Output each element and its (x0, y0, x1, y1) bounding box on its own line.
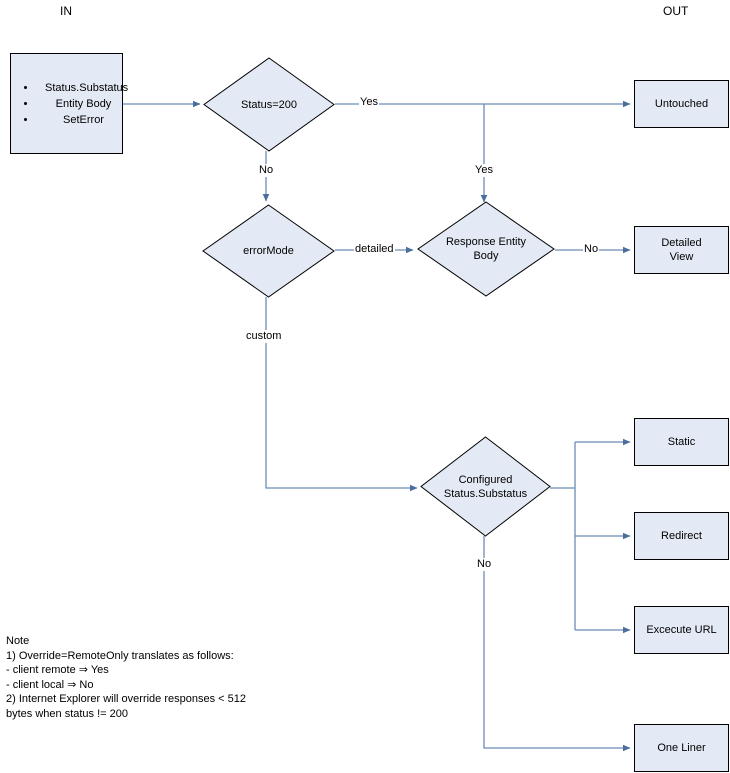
output-execute-url-label: Excecute URL (646, 624, 717, 636)
diamond-shape (417, 201, 555, 297)
decision-response-entity-body-label: Response Entity Body (445, 236, 527, 262)
edge-label-status200-no: No (258, 164, 275, 177)
input-node-list: Status.Substatus Entity Body SetError (11, 80, 128, 128)
decision-status-200[interactable]: Status=200 (203, 57, 335, 152)
output-untouched[interactable]: Untouched (634, 80, 729, 128)
decision-error-mode[interactable]: errorMode (202, 204, 335, 298)
output-detailed-view[interactable]: Detailed View (634, 226, 729, 274)
diamond-shape (202, 204, 335, 298)
edge-label-status200-yes: Yes (359, 96, 379, 109)
diamond-shape (203, 57, 335, 152)
output-detailed-view-label: Detailed View (661, 237, 702, 263)
column-header-in: IN (60, 4, 72, 18)
input-node[interactable]: Status.Substatus Entity Body SetError (10, 53, 128, 154)
output-one-liner[interactable]: One Liner (634, 724, 729, 772)
decision-response-entity-body[interactable]: Response Entity Body (417, 201, 555, 297)
edge-label-configured-no: No (476, 558, 493, 571)
decision-error-mode-label: errorMode (243, 245, 294, 257)
output-redirect[interactable]: Redirect (634, 512, 729, 560)
note-text: Note 1) Override=RemoteOnly translates a… (6, 635, 246, 720)
list-item: Entity Body (37, 96, 122, 112)
decision-configured-status[interactable]: Configured Status.Substatus (420, 436, 551, 537)
edge-label-errormode-custom: custom (245, 330, 283, 343)
output-execute-url[interactable]: Excecute URL (634, 606, 729, 654)
edge-label-untouched-branch-yes: Yes (474, 164, 494, 177)
decision-configured-status-label: Configured Status.Substatus (443, 473, 528, 500)
output-redirect-label: Redirect (661, 530, 702, 542)
list-item: Status.Substatus (37, 80, 128, 96)
output-static-label: Static (667, 436, 696, 448)
list-item: SetError (37, 112, 122, 128)
output-untouched-label: Untouched (654, 98, 709, 110)
column-header-out: OUT (663, 4, 689, 18)
decision-status-200-label: Status=200 (241, 98, 297, 111)
edge-label-response-entity-no: No (583, 243, 600, 256)
output-one-liner-label: One Liner (657, 742, 706, 754)
edge-label-errormode-detailed: detailed (354, 243, 395, 256)
diamond-shape (420, 436, 551, 537)
output-static[interactable]: Static (634, 418, 729, 466)
